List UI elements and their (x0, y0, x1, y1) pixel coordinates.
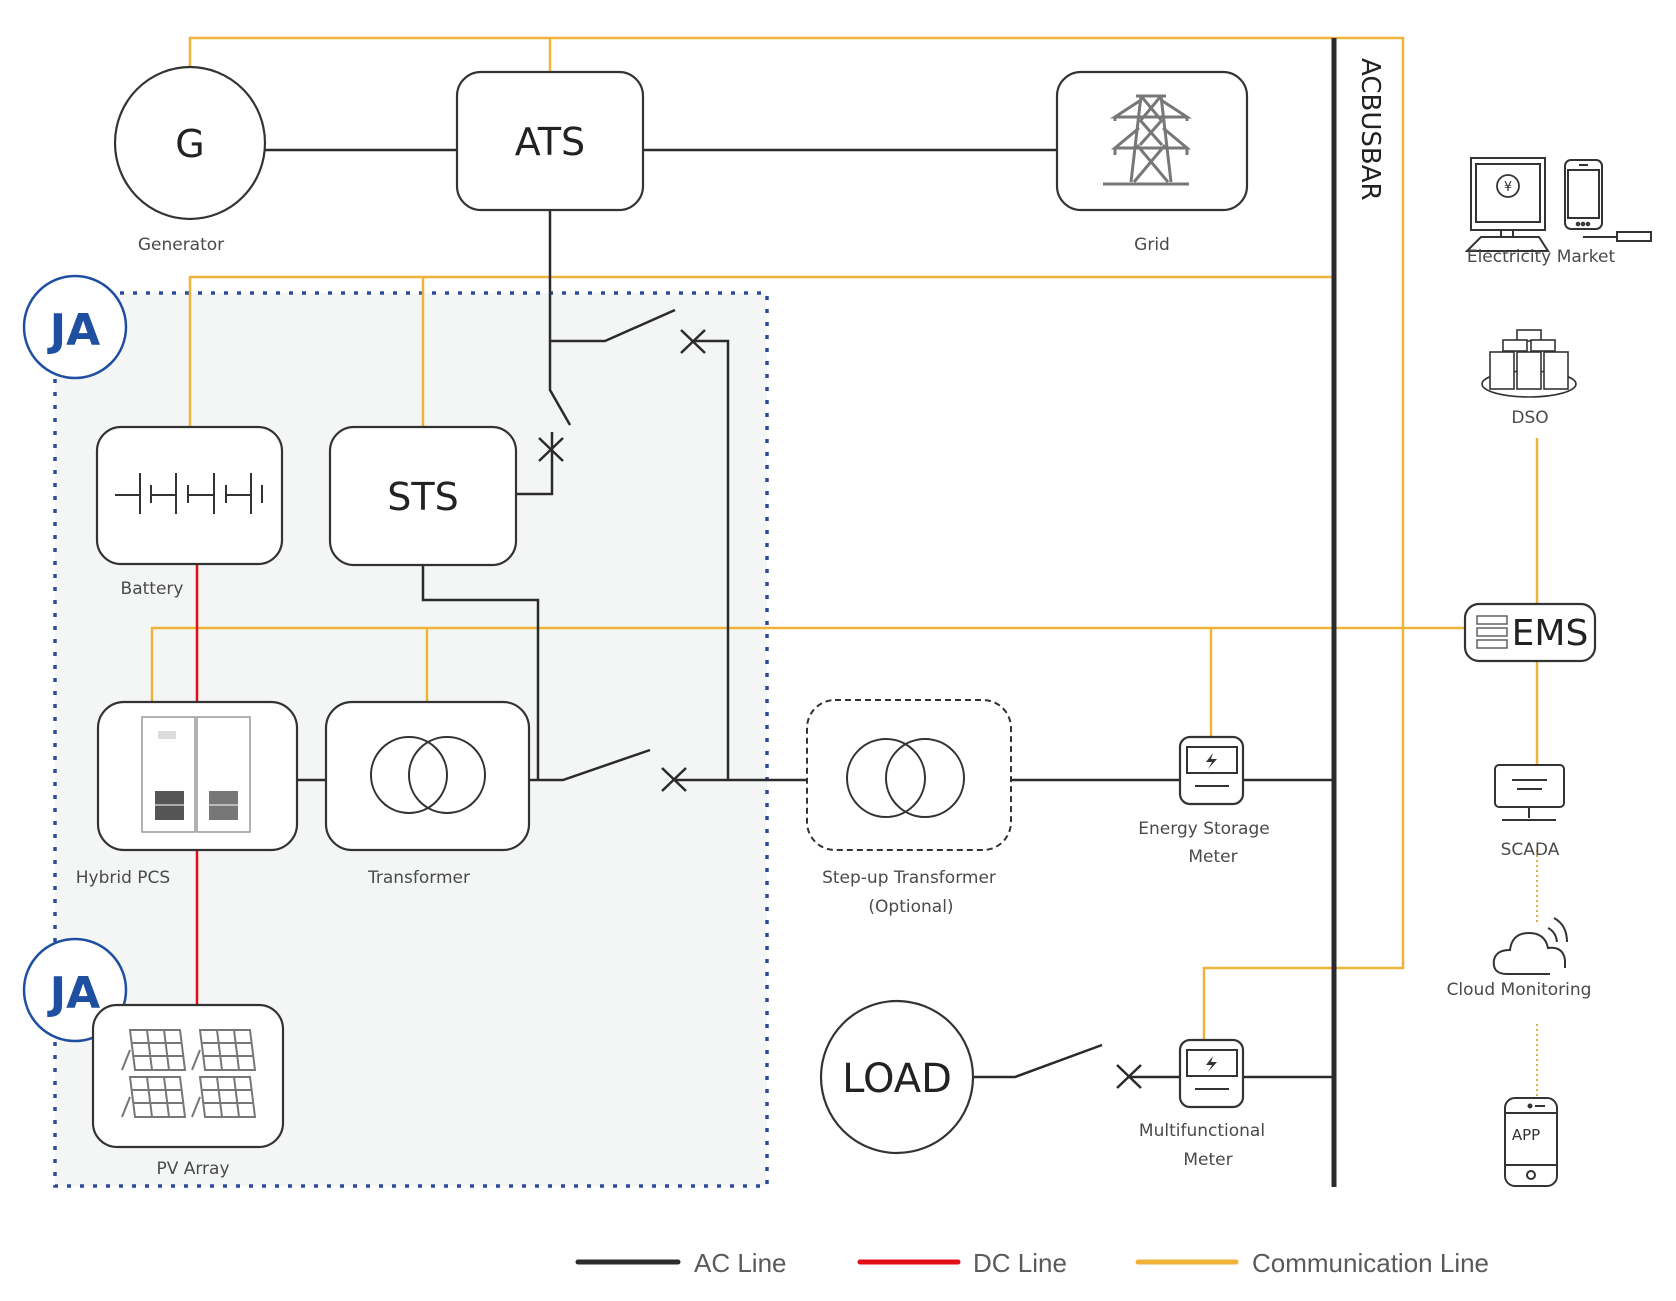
battery-label: Battery (121, 579, 184, 599)
dso-label: DSO (1511, 408, 1548, 428)
pv-array-label: PV Array (156, 1159, 229, 1179)
ja-logo-text: JA (47, 968, 100, 1019)
lightning-icon (1206, 753, 1217, 769)
es-meter-label-1: Energy Storage (1138, 819, 1269, 839)
transformer[interactable] (324, 700, 531, 852)
grid[interactable] (1055, 70, 1249, 212)
grid-label: Grid (1134, 235, 1170, 255)
sts[interactable]: STS (328, 425, 518, 567)
load-symbol: LOAD (842, 1056, 952, 1102)
transmission-tower-icon (1103, 94, 1193, 186)
ac-lines (265, 148, 1334, 1079)
lightning-icon (1206, 1056, 1217, 1072)
ja-logo: JA (22, 274, 128, 380)
busbar-label: ACBUSBAR (1355, 58, 1385, 201)
scada-label: SCADA (1501, 840, 1560, 860)
legend-label: AC Line (694, 1248, 787, 1278)
breaker-icon (661, 767, 687, 792)
generator-symbol: G (175, 122, 204, 166)
legend-label: DC Line (973, 1248, 1067, 1278)
breaker-icon (1116, 1064, 1142, 1089)
load[interactable]: LOAD (819, 999, 975, 1155)
computer-icon: ¥ (1464, 157, 1550, 252)
hybrid-pcs[interactable] (96, 700, 299, 852)
breaker-icons (538, 329, 1142, 1089)
battery[interactable] (95, 425, 284, 566)
solar-panel-icon (121, 1029, 257, 1118)
pv-array[interactable] (91, 1003, 285, 1149)
transformer-icon (846, 738, 965, 818)
app-label: APP (1512, 1126, 1540, 1144)
hybrid-pcs-label: Hybrid PCS (76, 868, 170, 888)
pcs-cabinet-icon (141, 716, 251, 833)
smartphone-icon (1504, 1097, 1558, 1187)
scada[interactable] (1494, 764, 1565, 821)
plug-icon (1583, 231, 1652, 242)
cloud-monitoring-label: Cloud Monitoring (1447, 980, 1592, 1000)
legend-item-dc: DC Line (857, 1248, 1067, 1278)
ems-symbol: EMS (1512, 613, 1589, 654)
stepup-label-2: (Optional) (868, 897, 953, 917)
currency-symbol: ¥ (1504, 180, 1512, 195)
legend-item-ac: AC Line (575, 1248, 787, 1278)
legend: AC Line DC Line Communication Line (575, 1248, 1489, 1278)
app[interactable]: APP (1504, 1097, 1558, 1187)
ems[interactable]: EMS (1463, 602, 1597, 663)
electricity-market[interactable]: ¥ (1464, 157, 1652, 252)
legend-item-communication: Communication Line (1135, 1248, 1489, 1278)
mf-meter-label-2: Meter (1183, 1150, 1232, 1170)
transformer-label: Transformer (367, 868, 470, 888)
stepup-label-1: Step-up Transformer (822, 868, 996, 888)
ats[interactable]: ATS (455, 70, 645, 212)
phone-icon (1564, 159, 1603, 230)
communication-lines (150, 36, 1539, 1098)
mf-meter-label-1: Multifunctional (1139, 1121, 1265, 1141)
breaker-icon (538, 437, 564, 462)
dso[interactable] (1481, 329, 1577, 398)
cloud-monitoring[interactable] (1492, 917, 1568, 975)
transformer-icon (370, 736, 486, 814)
sts-symbol: STS (387, 475, 458, 519)
server-cluster-icon (1481, 329, 1577, 398)
stepup-transformer[interactable] (806, 699, 1012, 851)
legend-label: Communication Line (1252, 1248, 1489, 1278)
monitor-icon (1494, 764, 1565, 821)
es-meter-label-2: Meter (1188, 847, 1237, 867)
electricity-market-label: Electricity Market (1467, 247, 1616, 267)
multifunctional-meter[interactable] (1178, 1038, 1245, 1109)
breaker-icon (680, 329, 706, 354)
energy-storage-meter[interactable] (1178, 735, 1245, 806)
battery-icon (115, 473, 263, 514)
ja-logo-text: JA (47, 305, 100, 356)
server-rack-icon (1476, 615, 1508, 649)
ats-symbol: ATS (515, 120, 585, 164)
generator-label: Generator (138, 235, 224, 255)
cloud-wifi-icon (1492, 917, 1568, 975)
generator[interactable]: G (113, 65, 267, 221)
